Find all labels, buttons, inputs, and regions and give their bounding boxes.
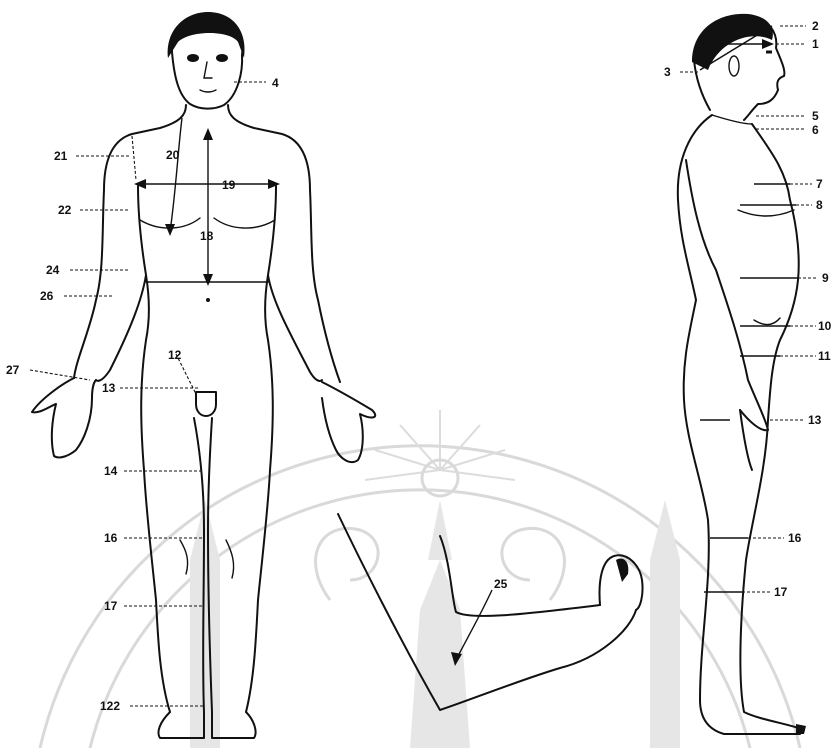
side-toe — [796, 724, 806, 734]
front-measure-19-arrow-left — [134, 179, 146, 189]
label-2: 2 — [812, 19, 819, 33]
label-6: 6 — [812, 123, 819, 137]
label-17-front: 17 — [104, 599, 118, 613]
label-4: 4 — [272, 76, 279, 90]
label-12: 12 — [168, 348, 182, 362]
label-16-front: 16 — [104, 531, 118, 545]
front-measure-20-line — [170, 118, 182, 232]
front-hair — [168, 12, 245, 58]
label-3: 3 — [664, 65, 671, 79]
side-front-outline — [740, 124, 804, 730]
front-pec-right — [214, 218, 275, 228]
label-1: 1 — [812, 37, 819, 51]
front-measure-20-arrow — [165, 224, 175, 236]
label-22: 22 — [58, 203, 72, 217]
seal-sunburst — [365, 410, 515, 480]
label-21: 21 — [54, 149, 68, 163]
label-122: 122 — [100, 699, 120, 713]
label-19: 19 — [222, 178, 236, 192]
front-mouth — [200, 90, 216, 92]
arm-measure-25-line — [456, 590, 492, 660]
front-left-hand — [32, 378, 96, 457]
front-left-leg-outer — [141, 275, 170, 712]
front-measure-18-arrow-bottom — [203, 274, 213, 286]
label-25: 25 — [494, 577, 508, 591]
front-measure-19-arrow-right — [268, 179, 280, 189]
front-eye-left — [187, 54, 199, 62]
front-right-arm-outer — [228, 105, 340, 382]
seal-tower-left — [190, 500, 220, 748]
bent-arm-figure: 25 — [338, 514, 643, 710]
label-5: 5 — [812, 109, 819, 123]
front-measure-18-arrow-top — [203, 128, 213, 140]
label-9: 9 — [822, 271, 829, 285]
front-groin — [196, 392, 216, 416]
label-10: 10 — [818, 319, 832, 333]
label-24: 24 — [46, 263, 60, 277]
label-14: 14 — [104, 464, 118, 478]
front-eye-right — [216, 54, 228, 62]
arm-fist-thumb — [616, 559, 628, 582]
front-nose — [204, 62, 212, 78]
side-hand — [740, 410, 752, 470]
label-18: 18 — [200, 229, 214, 243]
side-arm — [686, 160, 768, 430]
side-ear — [729, 56, 739, 76]
label-8: 8 — [816, 198, 823, 212]
seal-spire — [428, 500, 452, 560]
label-7: 7 — [816, 177, 823, 191]
arm-lower-edge — [338, 514, 636, 710]
front-left-arm-outer — [74, 105, 186, 378]
label-17-side: 17 — [774, 585, 788, 599]
front-knee-left — [180, 540, 188, 574]
label-20: 20 — [166, 148, 180, 162]
label-11: 11 — [818, 349, 831, 363]
side-hair — [692, 14, 773, 70]
label-13-side: 13 — [808, 413, 822, 427]
seal-flourish-right — [502, 528, 565, 600]
side-chest-curve — [738, 210, 794, 216]
side-hip-curve — [754, 318, 780, 325]
label-16-side: 16 — [788, 531, 802, 545]
arm-upper-edge — [440, 536, 600, 616]
label-26: 26 — [40, 289, 54, 303]
front-right-leg-outer — [246, 275, 273, 712]
front-measure-21-line — [132, 136, 136, 180]
seal-flourish-left — [316, 528, 379, 600]
leader-27 — [30, 370, 90, 380]
front-navel — [206, 298, 210, 302]
side-measure-1-arrow — [762, 39, 774, 49]
side-back-outline — [678, 115, 800, 734]
label-13-front: 13 — [102, 381, 116, 395]
label-27: 27 — [6, 363, 20, 377]
seal-tower-right — [650, 500, 680, 748]
